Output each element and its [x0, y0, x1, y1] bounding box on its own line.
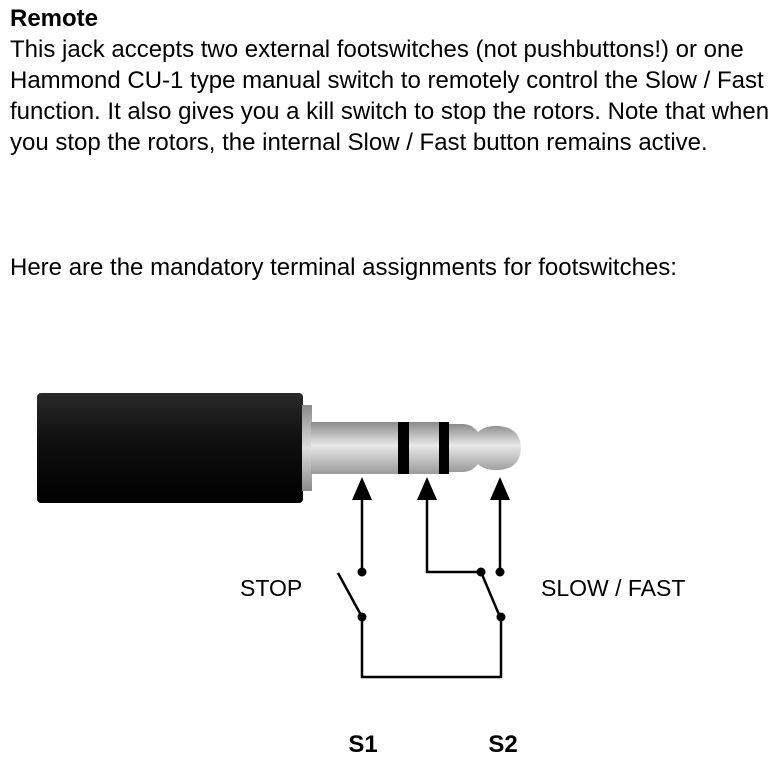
plug-body	[37, 393, 303, 503]
s1-label: S1	[348, 731, 377, 758]
sleeve-arrow	[352, 477, 372, 500]
arrows	[352, 477, 510, 500]
contact-dots	[357, 567, 506, 622]
intro-paragraph: This jack accepts two external footswitc…	[10, 36, 770, 156]
insulator-ring-2	[439, 422, 449, 474]
tip-arrow	[490, 477, 510, 500]
ring-arrow	[417, 477, 437, 500]
plug-ring	[409, 422, 439, 474]
plug-collar	[302, 405, 312, 491]
assignments-paragraph: Here are the mandatory terminal assignme…	[10, 254, 677, 281]
s2-label: S2	[488, 731, 517, 758]
wiring	[336, 498, 503, 679]
insulator-ring-1	[398, 422, 409, 474]
stop-label: STOP	[240, 575, 302, 601]
plug-tip	[449, 424, 521, 472]
plug-sleeve	[311, 422, 400, 474]
section-heading: Remote	[10, 5, 99, 32]
slow-fast-label: SLOW / FAST	[541, 575, 685, 601]
